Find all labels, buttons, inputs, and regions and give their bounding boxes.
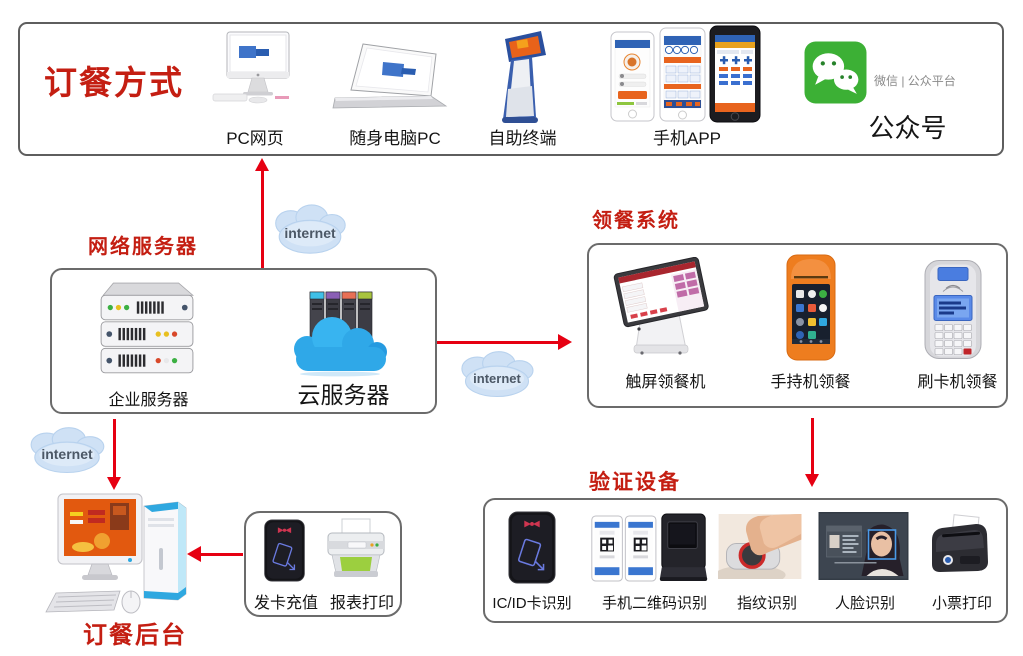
server-rack-icon bbox=[95, 281, 197, 379]
verification-panel bbox=[483, 498, 1008, 623]
enterprise-server-label: 企业服务器 bbox=[108, 392, 189, 409]
touch-pos-label: 触屏领餐机 bbox=[625, 374, 706, 391]
arrowhead-right bbox=[558, 334, 572, 350]
internet-cloud-bottom: internet bbox=[21, 425, 113, 477]
backend-title: 订餐后台 bbox=[83, 622, 187, 649]
imac-icon bbox=[212, 30, 300, 116]
cloud-server-icon bbox=[289, 287, 391, 377]
kiosk-label: 自助终端 bbox=[488, 129, 557, 148]
official-account-label: 公众号 bbox=[868, 113, 947, 143]
fingerprint-label: 指纹识别 bbox=[736, 595, 797, 612]
meal-pickup-title: 领餐系统 bbox=[592, 210, 680, 232]
qr-scanner-icon bbox=[590, 512, 708, 583]
internet-label: internet bbox=[473, 370, 521, 386]
internet-cloud-middle: internet bbox=[452, 349, 542, 401]
arrow-server-to-backend bbox=[113, 419, 116, 479]
handheld-pos-label: 手持机领餐 bbox=[770, 374, 851, 391]
cloud-server-label: 云服务器 bbox=[297, 382, 390, 408]
arrowhead-left bbox=[187, 546, 201, 562]
ordering-methods-title: 订餐方式 bbox=[44, 64, 184, 101]
arrowhead-down bbox=[805, 474, 819, 487]
receipt-print-label: 小票打印 bbox=[931, 595, 992, 612]
laptop-label: 随身电脑PC bbox=[349, 129, 441, 148]
laptop-icon bbox=[330, 42, 454, 116]
internet-label: internet bbox=[284, 225, 336, 241]
card-issuer-icon bbox=[263, 519, 306, 582]
arrow-server-to-ordering bbox=[261, 170, 264, 268]
verification-title: 验证设备 bbox=[589, 471, 681, 494]
qr-recognition-label: 手机二维码识别 bbox=[601, 595, 707, 612]
pos-terminal-icon bbox=[612, 257, 710, 359]
arrowhead-up bbox=[255, 158, 269, 171]
card-machine-label: 刷卡机领餐 bbox=[917, 374, 998, 391]
fingerprint-icon bbox=[718, 514, 802, 579]
pc-web-label: PC网页 bbox=[226, 129, 284, 148]
face-recognition-icon bbox=[818, 512, 909, 580]
arrow-server-to-pickup bbox=[437, 341, 560, 344]
arrowhead-down bbox=[107, 477, 121, 490]
mobile-app-label: 手机APP bbox=[652, 129, 722, 148]
internet-label: internet bbox=[41, 446, 93, 462]
backend-computer-icon bbox=[44, 490, 194, 616]
wechat-icon bbox=[804, 41, 867, 104]
kiosk-icon bbox=[491, 29, 553, 125]
arrow-recharge-to-backend bbox=[200, 553, 243, 556]
ic-card-label: IC/ID卡识别 bbox=[492, 595, 572, 612]
wechat-platform-caption: 微信 | 公众平台 bbox=[874, 74, 956, 88]
card-machine-icon bbox=[922, 258, 984, 361]
handheld-pos-icon bbox=[781, 251, 841, 364]
card-recharge-label: 发卡充值 bbox=[253, 595, 318, 612]
phones-icon bbox=[610, 25, 762, 124]
network-server-title: 网络服务器 bbox=[88, 236, 198, 258]
report-print-label: 报表打印 bbox=[329, 595, 394, 612]
arrow-pickup-to-verify bbox=[811, 418, 814, 476]
ic-card-reader-icon bbox=[506, 511, 558, 584]
internet-cloud-top: internet bbox=[266, 202, 354, 258]
receipt-printer-icon bbox=[926, 513, 992, 579]
face-recognition-label: 人脸识别 bbox=[834, 595, 895, 612]
report-printer-icon bbox=[324, 517, 388, 583]
